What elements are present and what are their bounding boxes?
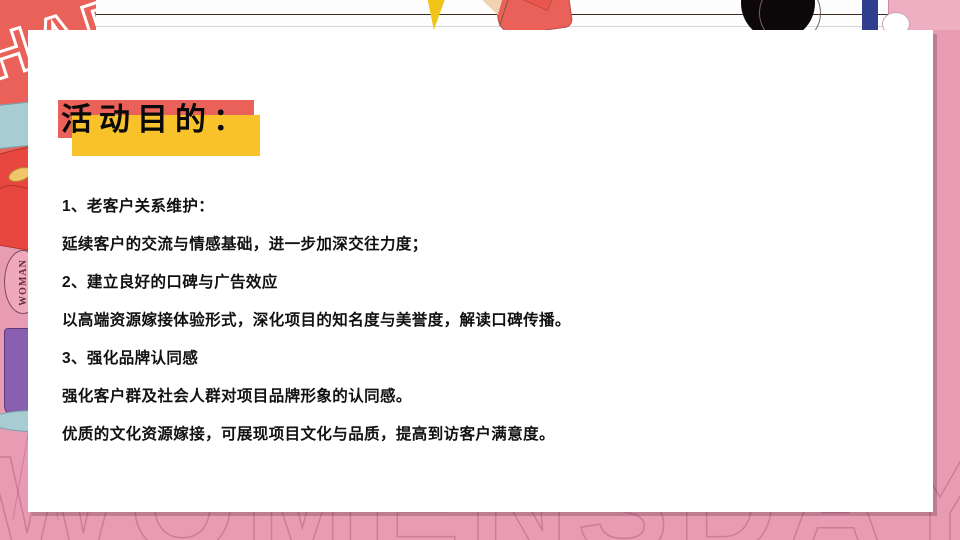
body-text-block: 1、老客户关系维护： 延续客户的交流与情感基础，进一步加深交往力度； 2、建立良… <box>62 188 892 454</box>
body-line: 优质的文化资源嫁接，可展现项目文化与品质，提高到访客户满意度。 <box>62 426 555 443</box>
body-line: 强化客户群及社会人群对项目品牌形象的认同感。 <box>62 388 412 405</box>
hair-arc-outline <box>759 0 821 30</box>
body-line: 1、老客户关系维护： <box>62 198 215 215</box>
title-highlight-yellow <box>72 115 260 156</box>
white-oval-shape <box>882 12 910 30</box>
content-card: 活动目的： 1、老客户关系维护： 延续客户的交流与情感基础，进一步加深交往力度；… <box>28 30 933 512</box>
section-title: 活动目的： <box>58 100 318 164</box>
top-decoration-strip <box>96 0 960 30</box>
yellow-triangle-icon <box>424 0 446 30</box>
body-line: 2、建立良好的口碑与广告效应 <box>62 274 278 291</box>
blue-bar-shape <box>862 0 878 30</box>
decor-line <box>12 432 30 520</box>
section-title-text: 活动目的： <box>61 102 251 137</box>
body-line: 3、强化品牌认同感 <box>62 350 199 367</box>
woman-badge-label: WOMAN <box>17 258 29 306</box>
body-line: 延续客户的交流与情感基础，进一步加深交往力度； <box>62 236 428 253</box>
body-line: 以高端资源嫁接体验形式，深化项目的知名度与美誉度，解读口碑传播。 <box>62 312 571 329</box>
